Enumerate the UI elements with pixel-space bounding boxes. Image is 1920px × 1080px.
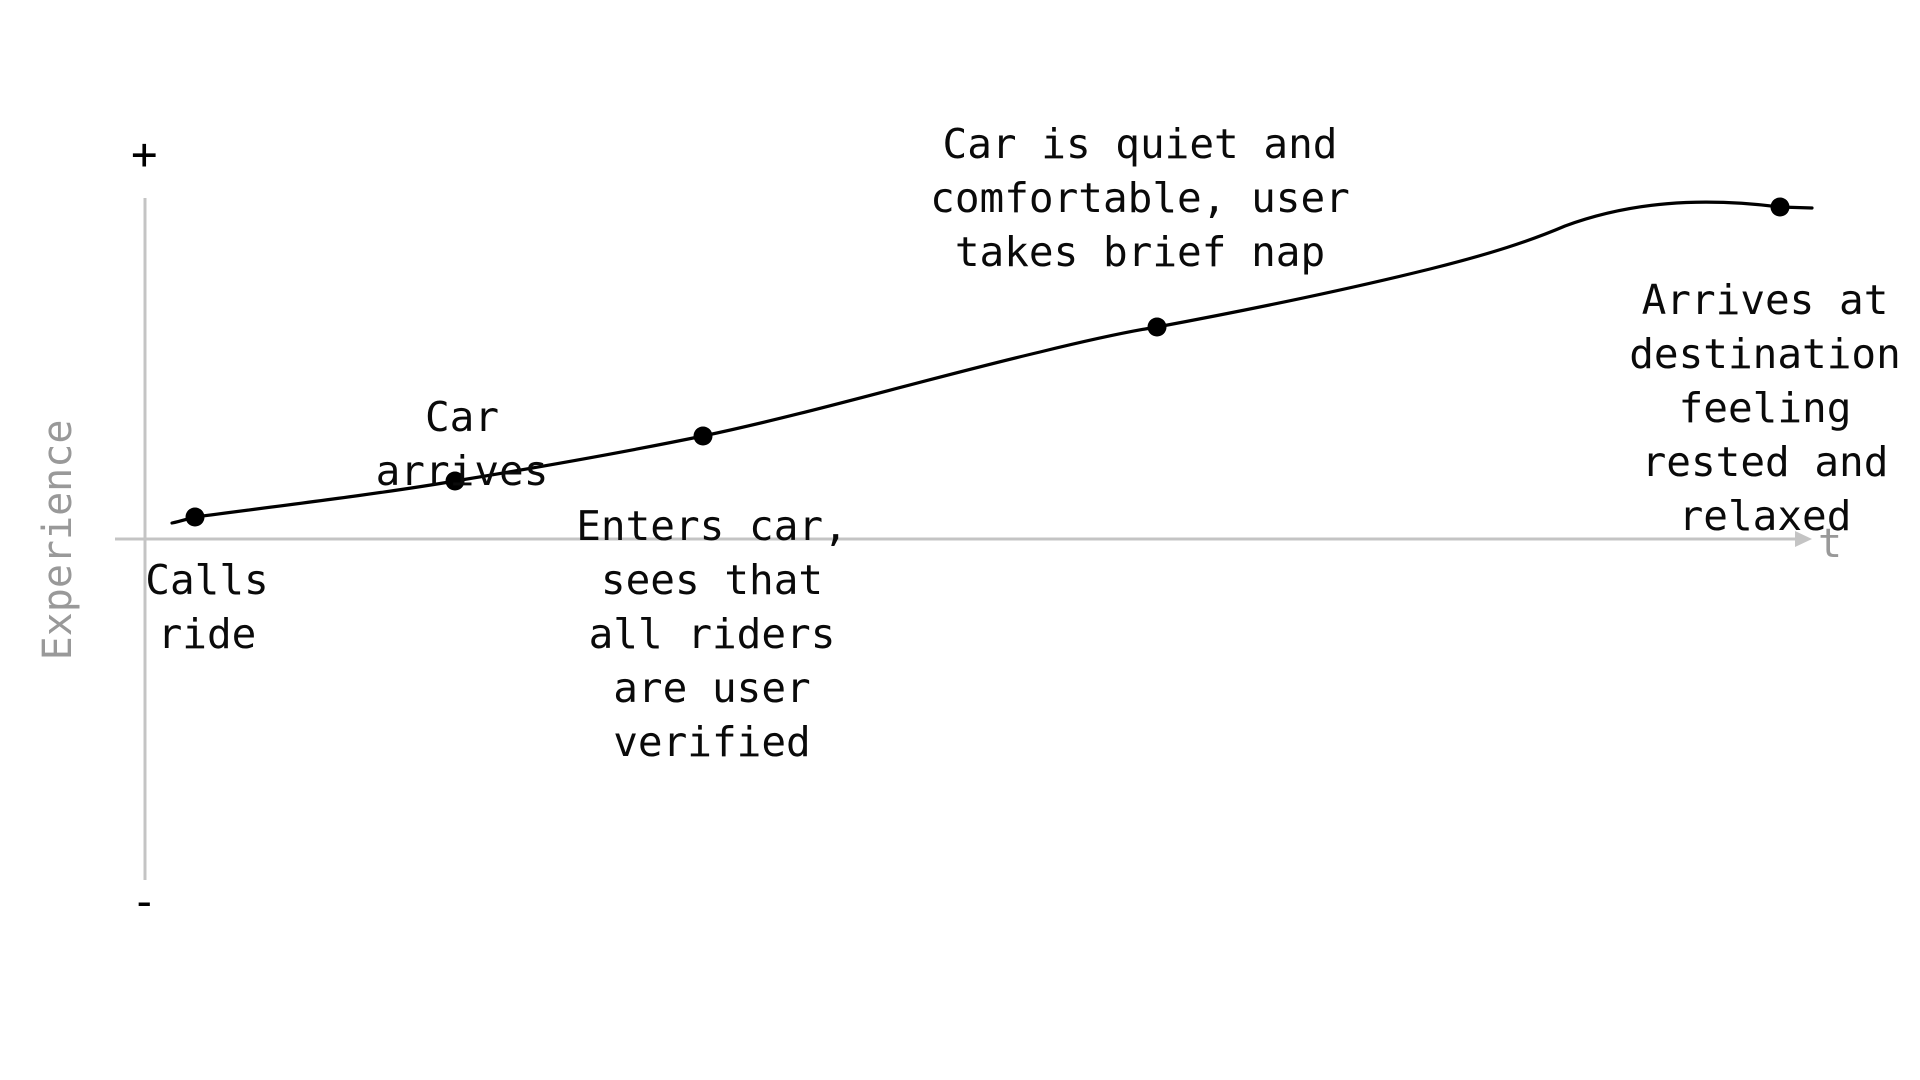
- annotation-enters-car: Enters car, sees that all riders are use…: [576, 502, 848, 766]
- annotation-car-arrives: Car arrives: [375, 393, 549, 495]
- data-point-marker[interactable]: [693, 426, 713, 446]
- data-point-marker[interactable]: [445, 471, 465, 491]
- y-axis-positive-mark: +: [131, 129, 158, 180]
- data-point-marker[interactable]: [1147, 317, 1167, 337]
- experience-curve: [170, 200, 1814, 525]
- x-axis-arrowhead: [1795, 531, 1812, 547]
- data-point-marker[interactable]: [1770, 197, 1790, 217]
- annotation-arrives-at-destination: Arrives at destination feeling rested an…: [1629, 276, 1901, 540]
- y-axis-negative-mark: -: [131, 876, 158, 927]
- data-point-marker[interactable]: [185, 507, 205, 527]
- annotation-calls-ride: Calls ride: [145, 556, 269, 658]
- annotation-car-is-quiet: Car is quiet and comfortable, user takes…: [930, 120, 1350, 276]
- x-axis-label: t: [1818, 521, 1843, 567]
- y-axis-label: Experience: [35, 419, 81, 661]
